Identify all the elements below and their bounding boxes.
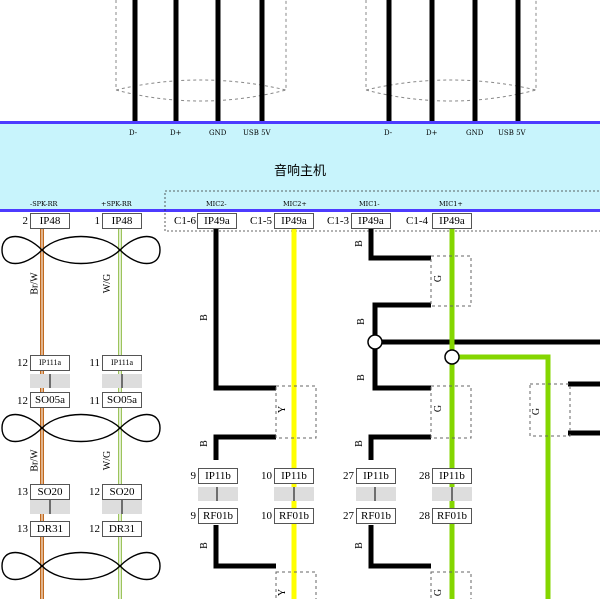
connector-ip11b-10[interactable]: IP11b [274,468,314,484]
wire-label-b-mic1-3: B [355,374,367,381]
splice-node-green [444,349,460,365]
connector-ip49a-c1-3[interactable]: IP49a [351,213,391,229]
connector-ip111a-right[interactable]: IP111a [102,355,142,371]
shield-dashed-boxes [275,255,571,599]
connector-ip49a-c1-6[interactable]: IP49a [197,213,237,229]
connector-dr31-right[interactable]: DR31 [102,521,142,537]
signal-mic2-neg: MIC2- [206,200,227,208]
usb-right-dplus-tag: D+ [426,129,438,137]
usb-right-gnd-tag: GND [466,129,484,137]
wire-label-b-mic2-2: B [198,440,210,447]
wire-mic1-neg [368,229,600,569]
splice-node-black [367,334,383,350]
wire-label-b-mic1-2: B [355,318,367,325]
pin-rf01b-27: 27 [343,510,354,522]
pin-ip111a-right: 11 [89,357,100,369]
connector-ip11b-28[interactable]: IP11b [432,468,472,484]
connector-rf01b-9[interactable]: RF01b [198,508,238,524]
wire-label-b-mic1-1: B [353,240,365,247]
pin-rf01b-9: 9 [190,510,197,522]
head-unit-band [0,121,600,212]
usb-left-gnd-tag: GND [209,129,227,137]
pin-ip11b-9: 9 [190,470,197,482]
wire-label-b-mic1-5: B [353,542,365,549]
wire-label-b-mic2-3: B [198,542,210,549]
wire-label-g-2: G [433,404,445,413]
connector-ip48-left[interactable]: IP48 [30,213,70,229]
wire-mic1-pos [449,229,551,599]
pin-so20-left: 13 [17,486,28,498]
twisted-pair-symbol [1,235,161,581]
connector-ip49a-c1-5[interactable]: IP49a [274,213,314,229]
pin-c1-4: C1-4 [406,215,428,227]
connector-rf01b-10[interactable]: RF01b [274,508,314,524]
connector-so20-left[interactable]: SO20 [30,484,70,500]
wire-label-b-mic2-1: B [198,314,210,321]
connector-dr31-left[interactable]: DR31 [30,521,70,537]
pin-ip11b-28: 28 [419,470,430,482]
pin-c1-6: C1-6 [174,215,196,227]
usb-right-5v-tag: USB 5V [498,129,526,137]
signal-mic2-pos: MIC2+ [283,200,307,208]
signal-mic1-neg: MIC1- [359,200,380,208]
signal-spk-rr-neg: -SPK-RR [30,200,58,208]
connector-separators-speaker [30,374,142,514]
usb-wires-left [132,0,265,122]
usb-left-dminus-tag: D- [129,129,138,137]
connector-so05a-left[interactable]: SO05a [30,392,70,408]
connector-so05a-right[interactable]: SO05a [102,392,142,408]
connector-ip49a-c1-4[interactable]: IP49a [432,213,472,229]
pin-ip11b-27: 27 [343,470,354,482]
connector-separators-mic [198,487,472,501]
pin-so20-right: 12 [89,486,100,498]
wire-mic2-neg [213,229,276,569]
wire-label-g-4: G [433,588,445,597]
signal-mic1-pos: MIC1+ [439,200,463,208]
wire-right-stubs [568,381,600,436]
usb-left-dplus-tag: D+ [170,129,182,137]
wire-label-g-3: G [531,407,543,416]
connector-so20-right[interactable]: SO20 [102,484,142,500]
wire-label-y-1: Y [277,405,289,414]
pin-c1-3: C1-3 [327,215,349,227]
connector-ip11b-9[interactable]: IP11b [198,468,238,484]
pin-rf01b-28: 28 [419,510,430,522]
usb-right-dminus-tag: D- [384,129,393,137]
connector-rf01b-27[interactable]: RF01b [356,508,396,524]
pin-ip111a-left: 12 [17,357,28,369]
wire-label-wg-upper: W/G [102,273,114,294]
signal-spk-rr-pos: +SPK-RR [101,200,132,208]
pin-so05a-left: 12 [17,395,28,407]
pin-rf01b-10: 10 [261,510,272,522]
connector-ip111a-left[interactable]: IP111a [30,355,70,371]
wire-label-brw-lower: Br/W [29,449,41,472]
pin-dr31-left: 13 [17,523,28,535]
head-unit-title: 音响主机 [273,164,326,179]
pin-so05a-right: 11 [89,395,100,407]
pin-ip48-right: 1 [94,215,101,227]
pin-c1-5: C1-5 [250,215,272,227]
wire-label-brw-upper: Br/W [29,272,41,295]
wire-label-wg-lower: W/G [102,450,114,471]
connector-ip48-right[interactable]: IP48 [102,213,142,229]
usb-left-5v-tag: USB 5V [243,129,271,137]
mic-connector-group-outline [164,190,600,232]
wire-label-b-mic1-4: B [353,440,365,447]
connector-ip11b-27[interactable]: IP11b [356,468,396,484]
usb-wires-right [386,0,521,122]
connector-rf01b-28[interactable]: RF01b [432,508,472,524]
pin-ip48-left: 2 [22,215,29,227]
pin-dr31-right: 12 [89,523,100,535]
wire-label-g-1: G [433,274,445,283]
pin-ip11b-10: 10 [261,470,272,482]
wire-label-y-2: Y [277,588,289,597]
